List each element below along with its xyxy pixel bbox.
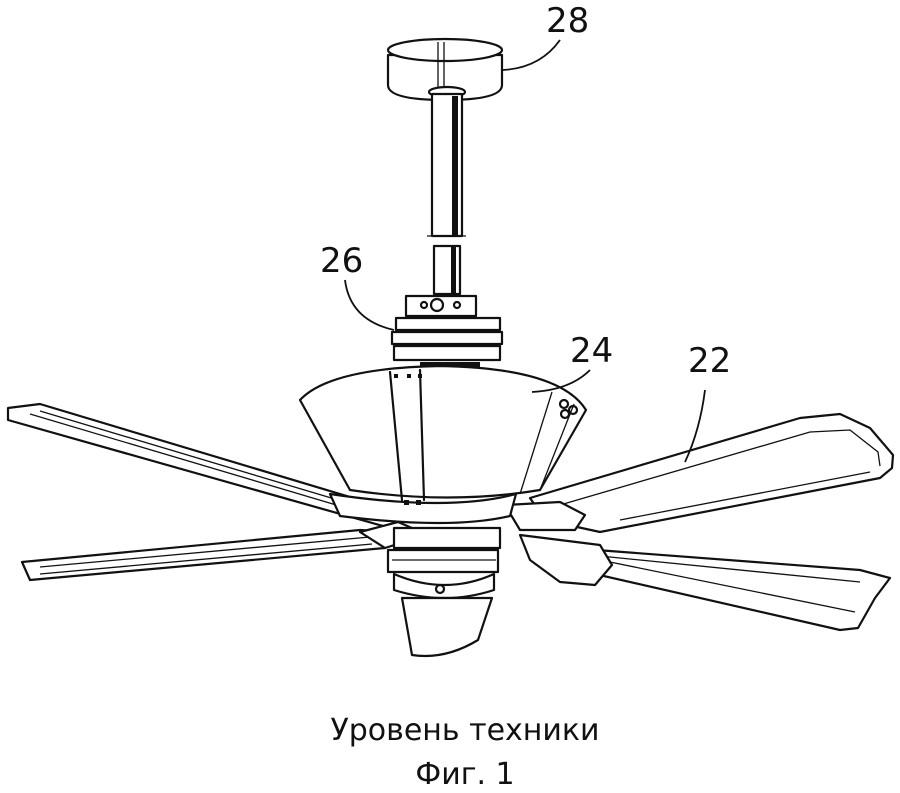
caption-line-2: Фиг. 1 [415,757,514,792]
ref-numeral-26: 26 [320,241,363,281]
canopy [386,37,504,102]
leader-26 [344,279,395,331]
blade-upper-left [6,402,402,530]
blade-iron-right-lower [518,533,614,587]
ref-numeral-28: 28 [546,1,589,41]
blade-upper-right [528,412,895,534]
motor-housing [390,294,504,367]
switch-housing [386,526,502,658]
blade-iron-right [503,500,587,532]
ref-numeral-24: 24 [570,331,613,371]
caption-line-1: Уровень техники [330,713,599,748]
blade-lower-left [20,528,394,582]
downrod [427,92,466,296]
leader-22 [684,389,706,463]
leader-28 [502,39,561,71]
leader-24 [531,369,591,393]
blade-lower-right [558,546,892,632]
ref-numeral-22: 22 [688,341,731,381]
light-shroud [298,364,588,525]
